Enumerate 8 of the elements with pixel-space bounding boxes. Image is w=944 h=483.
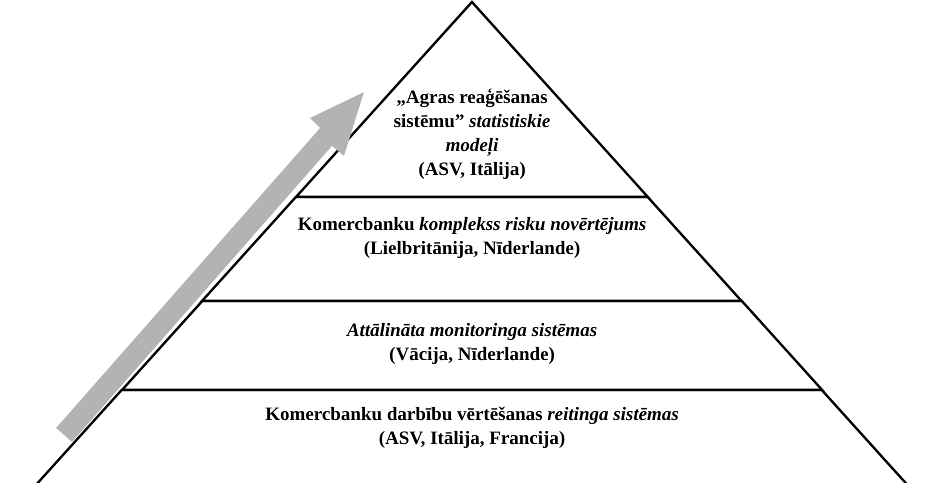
country-list: (ASV, Itālija) (418, 158, 526, 182)
country-list: (Vācija, Nīderlande) (389, 343, 555, 367)
tier-title: Attālināta monitoringa sistēmas (346, 319, 598, 343)
tier-title: „Agras reaģēšanas sistēmu” statistiskie modeļi (392, 86, 552, 158)
tier-title: Komercbanku darbību vērtēšanas reitinga sistēmas (265, 403, 679, 427)
country-list: (Lielbritānija, Nīderlande) (364, 237, 580, 261)
tier-title: Komercbanku komplekss risku novērtējums (298, 213, 646, 237)
country-list: (ASV, Itālija, Francija) (378, 427, 566, 451)
